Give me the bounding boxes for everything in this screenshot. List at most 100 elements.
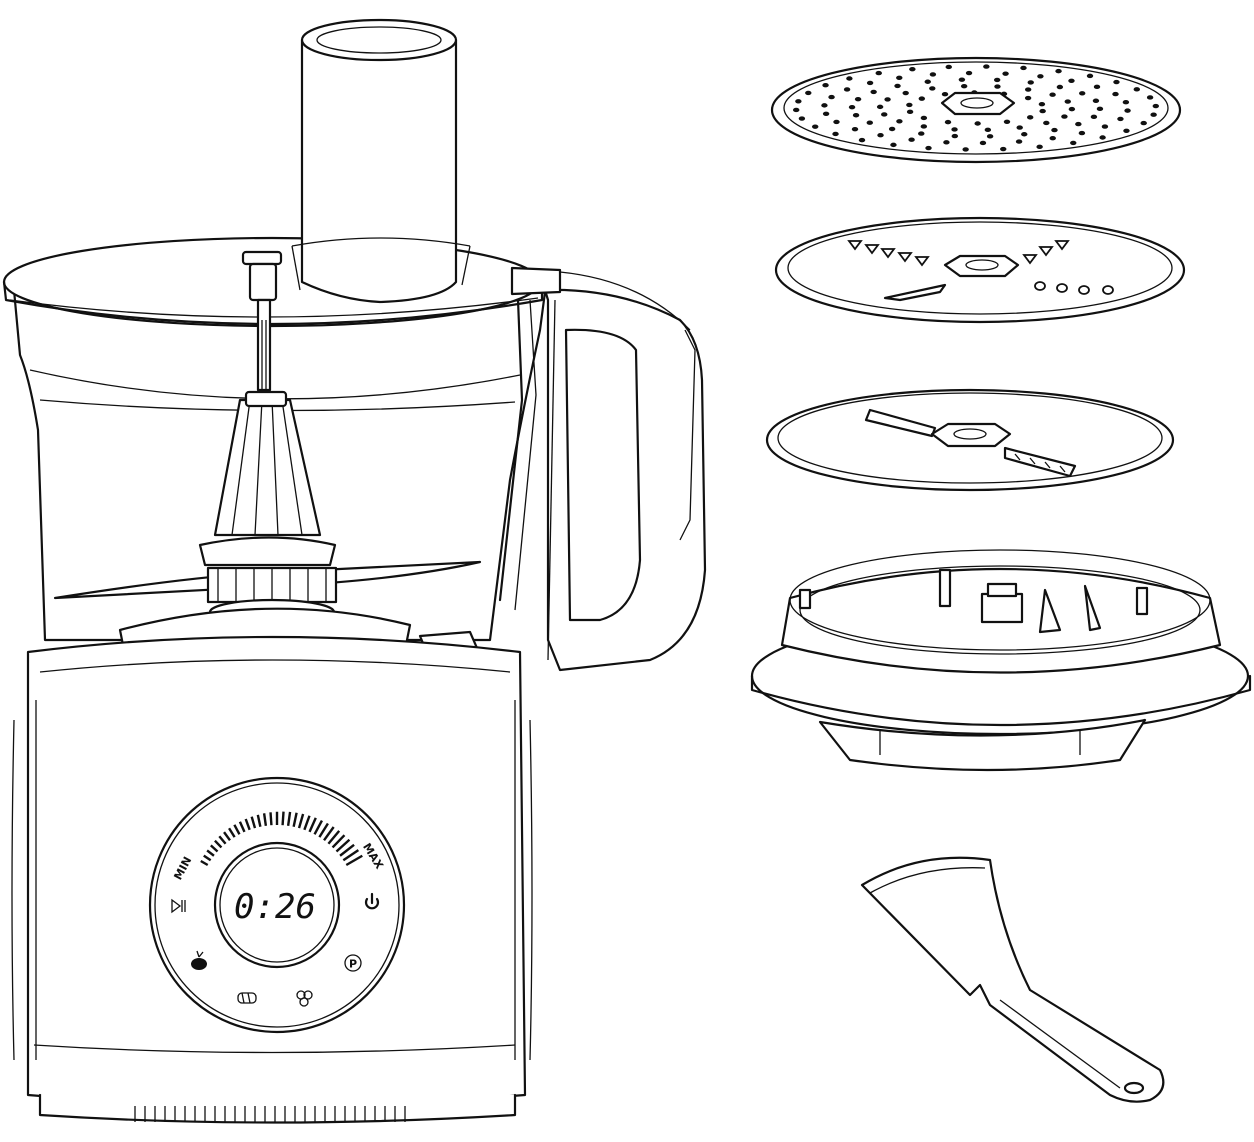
grating-hole (958, 77, 966, 82)
grating-hole (943, 140, 950, 145)
grating-hole (1061, 114, 1068, 119)
grating-hole (1093, 84, 1101, 90)
power-icon[interactable] (364, 892, 380, 910)
grating-hole (984, 127, 992, 133)
feed-tube (291, 18, 471, 304)
grating-hole (798, 116, 806, 121)
grating-hole (888, 126, 896, 132)
speed-tick (308, 817, 317, 833)
speed-tick (233, 824, 241, 835)
speed-tick (281, 811, 285, 826)
grating-hole (866, 80, 874, 86)
speed-tick (203, 854, 212, 862)
speed-tick (200, 859, 209, 867)
speed-tick (342, 849, 360, 862)
grating-hole (890, 142, 897, 148)
grating-hole (821, 103, 828, 108)
grating-hole (1113, 79, 1120, 85)
grating-hole (1036, 144, 1043, 150)
speed-tick (297, 813, 305, 829)
grating-hole (1068, 106, 1076, 112)
grating-hole (1055, 68, 1062, 74)
grating-hole (1000, 146, 1007, 152)
grating-hole (1122, 99, 1130, 105)
shredding-teeth (847, 240, 1114, 295)
grating-hole (1043, 120, 1050, 126)
grating-hole (851, 126, 859, 132)
speed-tick (256, 814, 262, 827)
grating-hole (1037, 74, 1044, 79)
play-pause-icon[interactable] (171, 898, 186, 914)
grating-hole (902, 90, 909, 96)
speed-scale (200, 811, 363, 867)
speed-tick (318, 822, 329, 838)
grating-hole (1099, 135, 1106, 140)
grating-hole (1086, 73, 1094, 79)
grating-hole (1021, 132, 1028, 137)
grating-hole (870, 89, 877, 95)
grating-hole (832, 131, 839, 137)
grating-hole (822, 111, 830, 117)
grating-hole (1026, 115, 1034, 120)
speed-tick (303, 815, 311, 831)
grating-hole (920, 115, 928, 121)
shredding-tooth (1022, 254, 1038, 265)
grating-hole (1049, 92, 1056, 97)
speed-tick (292, 812, 298, 827)
shredding-tooth (914, 256, 930, 267)
grating-hole (1024, 87, 1032, 92)
grating-hole (805, 90, 812, 96)
grating-hole (1070, 140, 1077, 146)
grating-hole (1117, 116, 1124, 122)
grating-disc (770, 56, 1182, 164)
grating-hole (929, 86, 936, 91)
speed-tick (327, 830, 341, 845)
grating-hole (909, 66, 916, 72)
speed-tick (218, 835, 227, 845)
vent-grille (134, 1106, 406, 1122)
grating-hole (843, 87, 851, 92)
shredding-tooth (1102, 285, 1114, 295)
grating-hole (854, 96, 862, 102)
shredding-tooth (1038, 246, 1054, 257)
blade-assembly (53, 390, 482, 626)
speed-tick (210, 844, 219, 853)
shredding-tooth (880, 248, 896, 259)
grating-hole (881, 112, 888, 117)
grating-hole (944, 119, 952, 125)
nuts-icon[interactable] (296, 990, 313, 1007)
grating-hole (941, 92, 949, 97)
grating-hole (1092, 98, 1100, 103)
grating-hole (1146, 95, 1154, 100)
shredding-tooth (864, 244, 880, 255)
pulse-button[interactable]: P (344, 954, 362, 972)
slicing-shredding-disc (774, 216, 1186, 324)
grating-hole (1133, 87, 1141, 92)
grating-hole (951, 127, 958, 132)
grating-hole (1152, 103, 1159, 109)
vegetable-icon[interactable] (191, 950, 207, 970)
drive-shaft (241, 250, 283, 392)
shredding-tooth (1054, 240, 1070, 251)
grating-hole (1123, 128, 1130, 133)
grating-hole (1051, 127, 1058, 133)
grating-hole (884, 97, 891, 102)
grating-hole (833, 119, 840, 125)
speed-tick (238, 821, 246, 833)
grating-hole (846, 76, 853, 81)
grating-hole (1020, 65, 1027, 71)
shredding-tooth (1078, 285, 1090, 295)
grating-hole (876, 104, 884, 110)
grating-hole (828, 94, 835, 100)
grating-hole (1039, 108, 1046, 114)
grating-hole (918, 96, 926, 101)
grating-hole (1140, 120, 1147, 126)
grating-hole (1064, 99, 1071, 104)
grating-hole (929, 72, 937, 77)
speed-tick (345, 854, 363, 867)
speed-tick (250, 816, 257, 829)
dough-icon[interactable] (237, 992, 257, 1004)
grating-hole (906, 102, 913, 108)
grating-hole (795, 99, 802, 104)
